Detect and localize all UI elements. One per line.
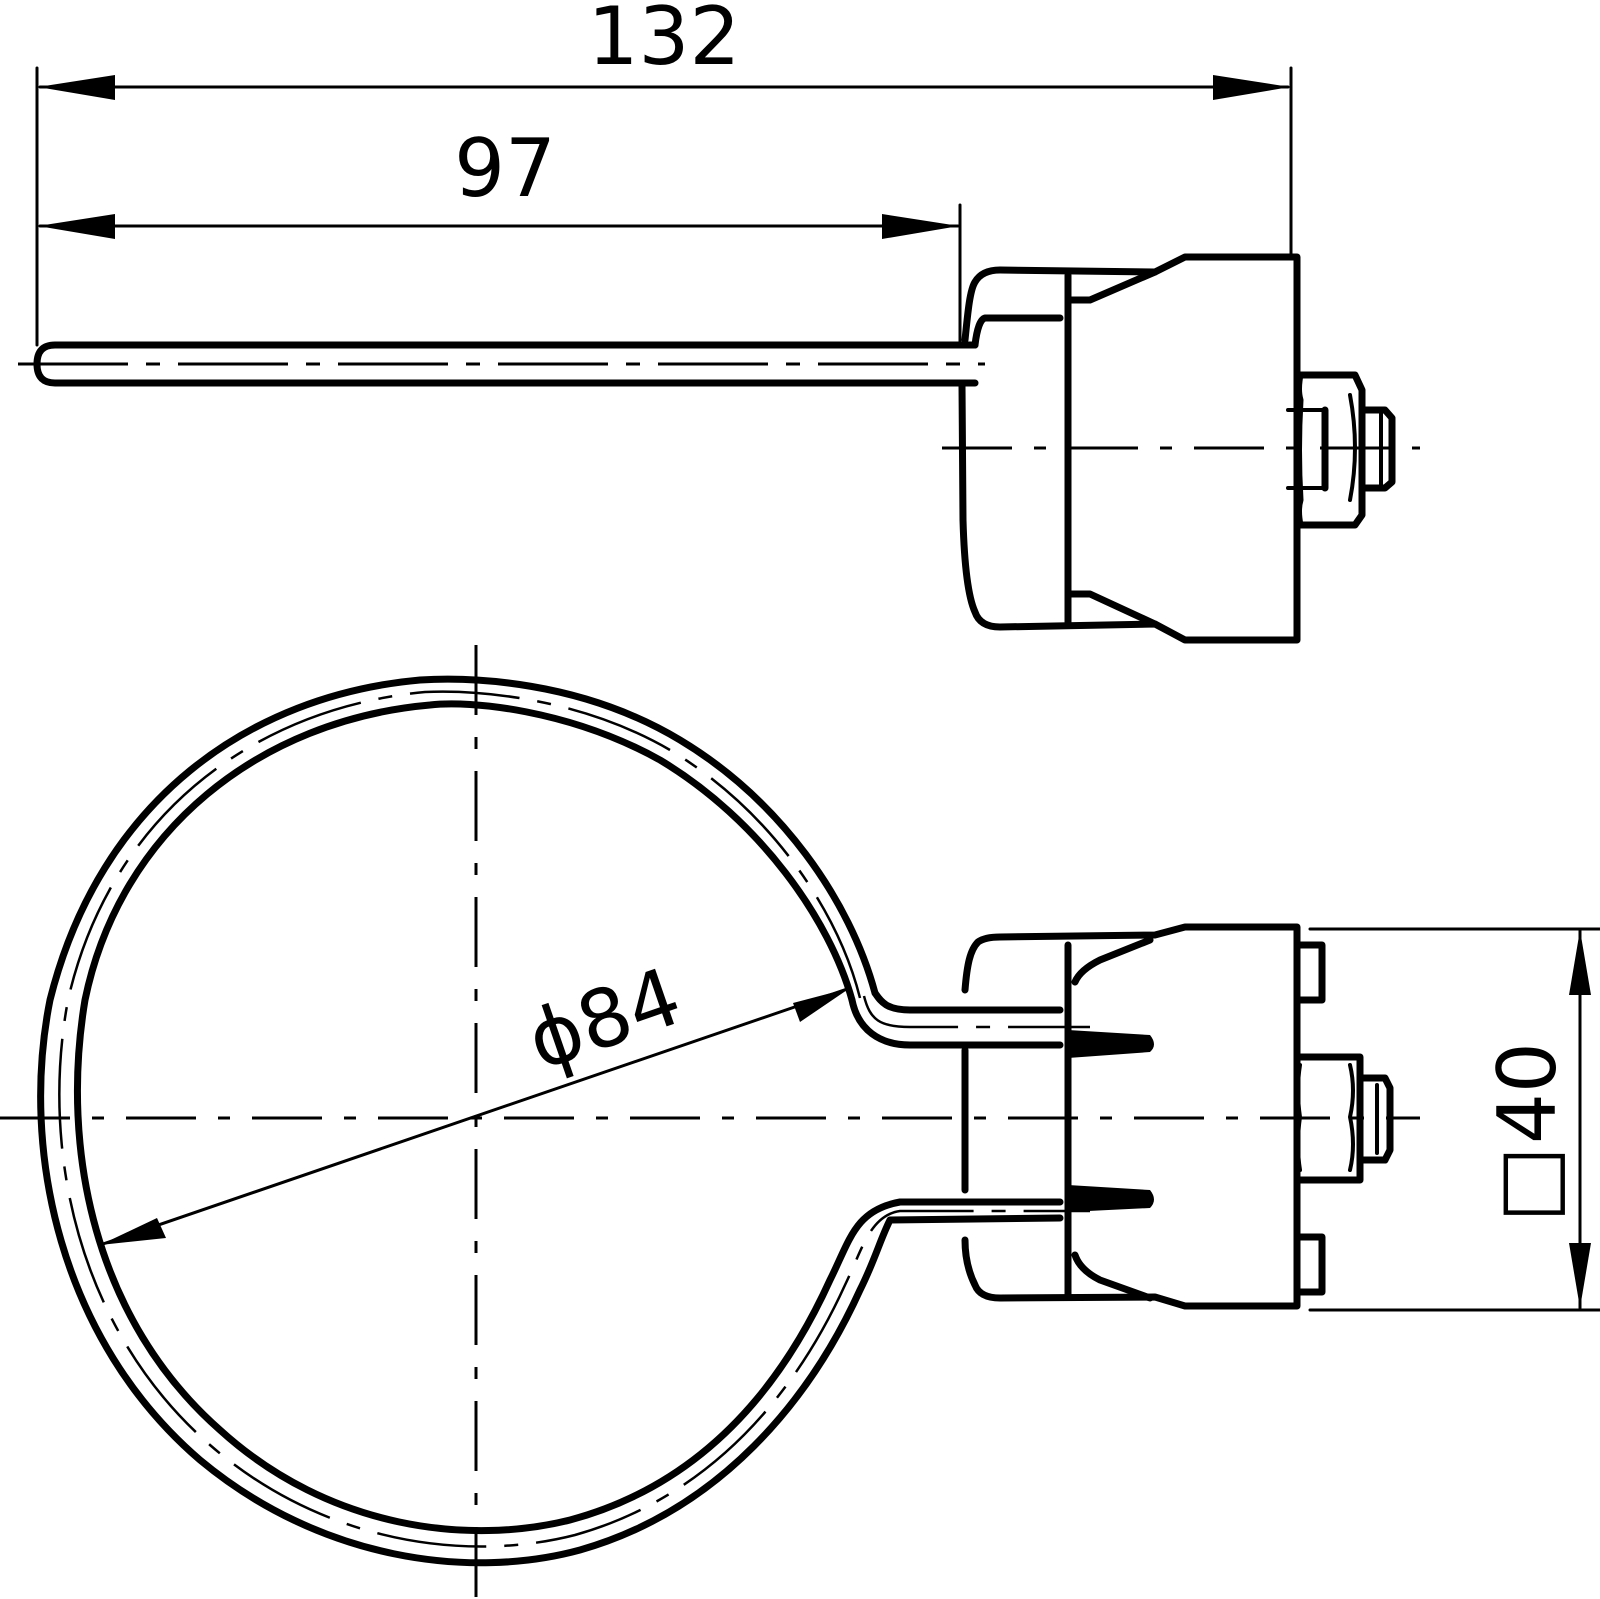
dimension-40: □ 40 — [1308, 927, 1600, 1312]
dimension-label-40: 40 — [1481, 1042, 1574, 1144]
front-view-ring: ϕ84 — [0, 645, 1420, 1599]
dimension-label-97: 97 — [454, 122, 556, 215]
dimension-132: 132 — [35, 0, 1293, 347]
top-view-nut — [1286, 371, 1396, 529]
dimension-label-square-symbol: □ — [1481, 1146, 1574, 1222]
dimension-label-diameter: ϕ84 — [516, 950, 692, 1088]
front-view-clamp — [961, 923, 1394, 1310]
dimension-label-132: 132 — [588, 0, 741, 83]
dimension-97: 97 — [38, 122, 962, 344]
top-view — [18, 253, 1420, 644]
